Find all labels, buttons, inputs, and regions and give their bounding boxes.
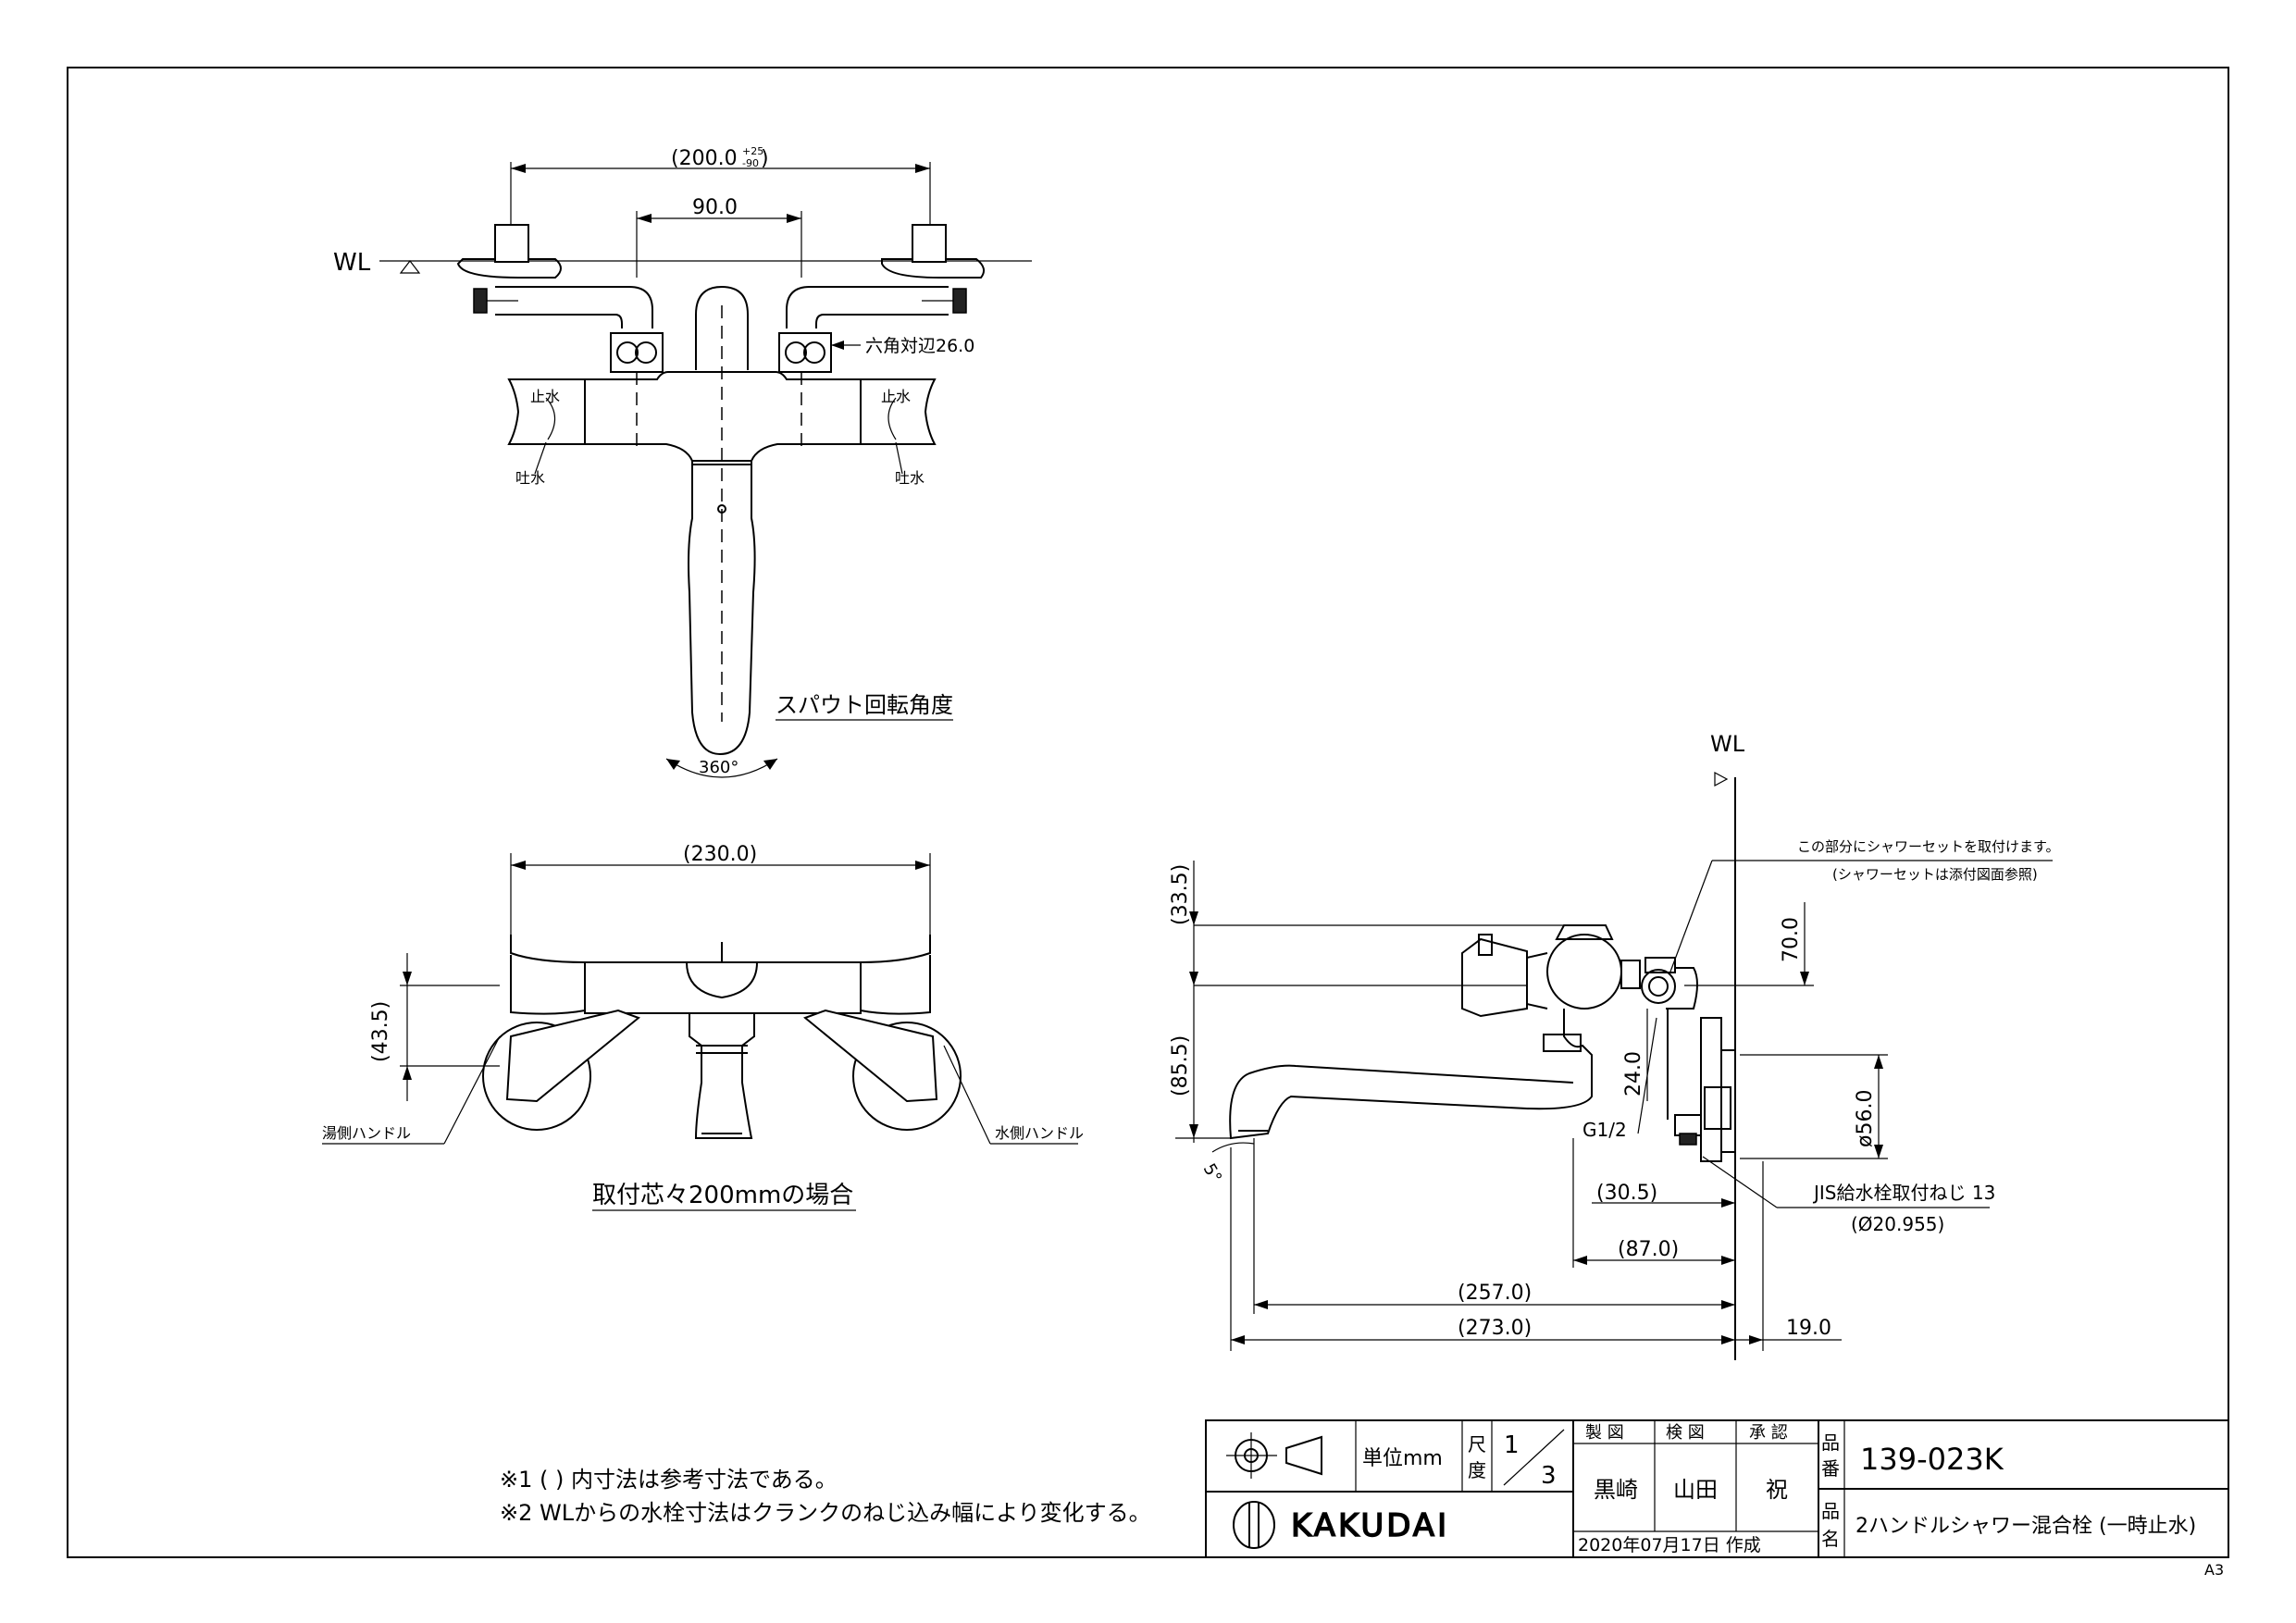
note-2: ※2 WLからの水栓寸法はクランクのねじ込み幅により変化する。: [500, 1500, 1151, 1526]
dim-87: (87.0): [1618, 1238, 1679, 1261]
sheet-border: [67, 67, 2229, 1558]
approved-by: 祝: [1766, 1477, 1788, 1503]
part-name-label-2: 名: [1821, 1528, 1840, 1550]
dim-200-tol-bot: -90: [742, 157, 759, 169]
top-view: WL (200.0 +25 -90 ) 90.0: [333, 145, 1032, 778]
shower-note-2: (シャワーセットは添付図面参照): [1832, 866, 2038, 883]
made-label: 製 図: [1585, 1423, 1624, 1443]
wl-side-marker-icon: [1714, 771, 1729, 787]
scale-num: 1: [1504, 1431, 1520, 1459]
dim-19: 19.0: [1786, 1317, 1831, 1340]
stop-water-left: 止水: [530, 388, 560, 405]
part-no-label-2: 番: [1821, 1457, 1840, 1480]
mixer-body-top: [507, 371, 937, 462]
spout-side: [1229, 1009, 1593, 1140]
dim-200: (200.0: [671, 147, 738, 170]
scale-label-2: 度: [1468, 1459, 1486, 1481]
made-by: 黒崎: [1594, 1477, 1638, 1503]
front-view: (230.0) (43.5) 湯側ハンドル 水側ハンドル 取付芯々200mmの場…: [322, 843, 1084, 1211]
dim-200-tol-top: +25: [742, 145, 763, 157]
brand-name: KAKUDAI: [1291, 1507, 1449, 1544]
cold-handle-knob: [852, 1022, 962, 1131]
dim-70: 70.0: [1780, 917, 1803, 962]
dim-33-5: (33.5): [1169, 864, 1192, 925]
mount-caption: 取付芯々200mmの場合: [592, 1182, 853, 1209]
side-view: WL この部分にシャワーセットを取付けます。 (シャワーセットは添付図面参照): [1169, 731, 2060, 1360]
part-name: 2ハンドルシャワー混合栓 (一時止水): [1855, 1515, 2196, 1538]
approved-label: 承 認: [1749, 1423, 1788, 1443]
jis-dia: (Ø20.955): [1851, 1213, 1944, 1235]
dim-85-5: (85.5): [1169, 1035, 1192, 1096]
spout-neck: [695, 285, 749, 370]
dim-90: 90.0: [692, 196, 738, 219]
wl-marker-icon: [399, 260, 421, 274]
scale-label-1: 尺: [1468, 1433, 1486, 1456]
spout-front: [689, 1013, 755, 1139]
cold-handle-label: 水側ハンドル: [995, 1124, 1084, 1142]
spout-water-left: 吐水: [515, 469, 545, 487]
third-angle-projection-icon: [1226, 1432, 1322, 1479]
rotation-arc: [665, 758, 778, 778]
hex-label: 六角対辺26.0: [865, 336, 974, 356]
dim-273: (273.0): [1458, 1317, 1532, 1340]
hot-handle-label: 湯側ハンドル: [322, 1124, 411, 1142]
jis-label: JIS給水栓取付ねじ 13: [1812, 1182, 1995, 1204]
wl-label-top: WL: [333, 249, 371, 277]
hot-handle-knob: [482, 1022, 591, 1131]
right-hex-nut: [778, 332, 832, 373]
left-flange: [456, 258, 562, 279]
spout-water-right: 吐水: [895, 469, 925, 487]
right-flange: [881, 258, 986, 279]
part-no: 139-023K: [1860, 1442, 2004, 1477]
part-no-label-1: 品: [1821, 1431, 1840, 1454]
body-side-circle: [1546, 934, 1622, 1010]
shower-note-1: この部分にシャワーセットを取付けます。: [1797, 838, 2060, 855]
dim-230: (230.0): [683, 843, 757, 866]
date: 2020年07月17日 作成: [1578, 1535, 1761, 1555]
title-block: 単位mm 尺 度 1 3 製 図 検 図 承 認 黒崎 山田 祝 2020年07…: [1205, 1419, 2229, 1558]
angle-5: 5°: [1199, 1160, 1225, 1186]
dim-257: (257.0): [1458, 1282, 1532, 1305]
sheet-size: A3: [2204, 1561, 2224, 1579]
svg-text:): ): [761, 147, 769, 170]
mixer-body-front: [584, 961, 862, 1014]
wl-label-side: WL: [1710, 731, 1745, 757]
dim-24: 24.0: [1622, 1051, 1645, 1096]
unit-label: 単位mm: [1362, 1447, 1443, 1470]
checked-by: 山田: [1673, 1477, 1718, 1503]
dim-43-5: (43.5): [369, 1001, 392, 1062]
handle-side: [1461, 937, 1528, 1018]
part-name-label-1: 品: [1821, 1500, 1840, 1522]
rotation-angle: 360°: [699, 758, 738, 777]
right-cap-icon: [952, 288, 967, 314]
note-1: ※1 ( ) 内寸法は参考寸法である。: [500, 1467, 838, 1493]
spout-rotation-label: スパウト回転角度: [776, 692, 953, 718]
kakudai-logo: [1233, 1501, 1275, 1549]
g12-label: G1/2: [1582, 1119, 1627, 1141]
spout-long: [688, 461, 756, 756]
stop-water-right: 止水: [881, 388, 911, 405]
dim-30-5: (30.5): [1596, 1182, 1657, 1205]
dim-56: ø56.0: [1854, 1090, 1877, 1147]
scale-den: 3: [1541, 1462, 1557, 1490]
checked-label: 検 図: [1666, 1423, 1705, 1443]
left-cap-icon: [473, 288, 488, 314]
